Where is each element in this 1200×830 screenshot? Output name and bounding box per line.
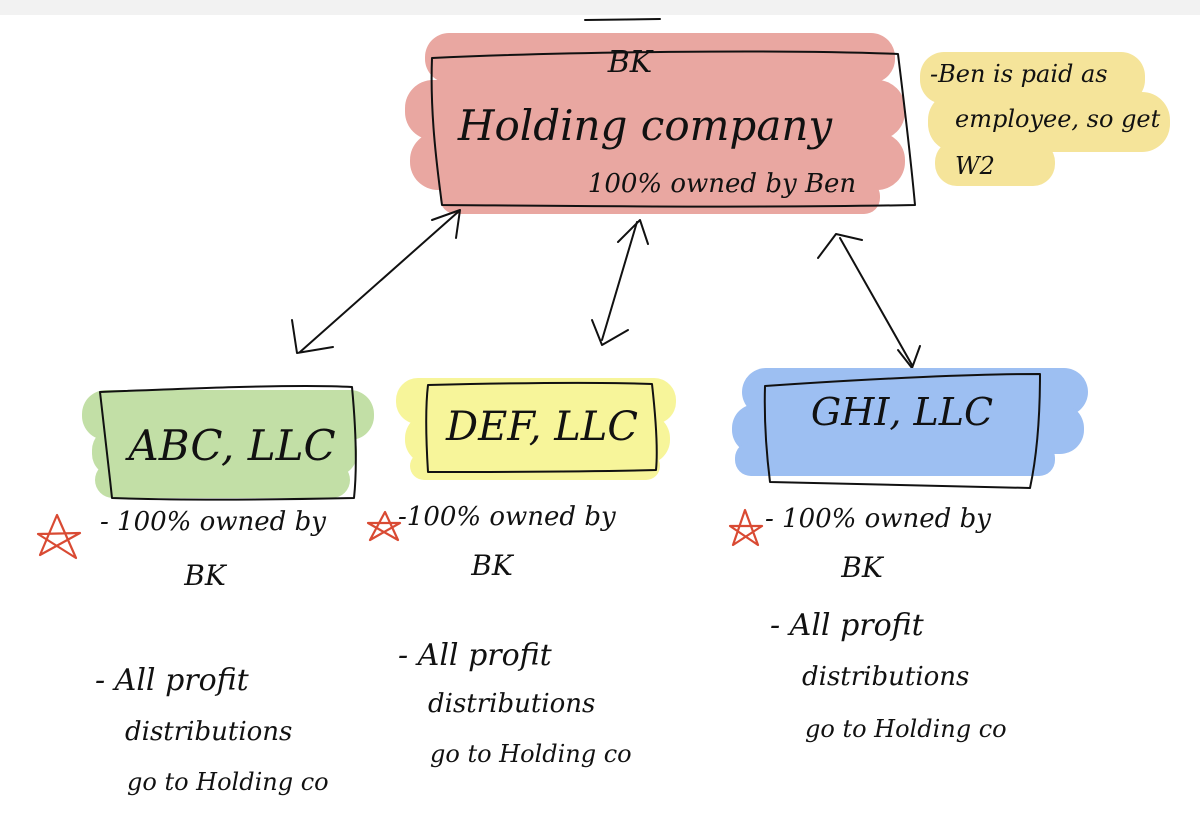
employee-note[interactable]: -Ben is paid as employee, so get W2 xyxy=(920,52,1170,186)
connector-abc xyxy=(291,209,461,354)
abc-profit-line3: go to Holding co xyxy=(127,768,329,796)
abc-profit-line1: - All profit xyxy=(95,663,250,698)
canvas-top-bar xyxy=(0,0,1200,15)
ghi-name: GHI, LLC xyxy=(811,390,993,434)
ghi-profit-line3: go to Holding co xyxy=(805,715,1007,743)
holding-company-node[interactable]: BK Holding company 100% owned by Ben xyxy=(405,18,916,214)
connector-ghi xyxy=(817,233,921,369)
subsidiary-def[interactable]: DEF, LLC -100% owned by BK - All profit … xyxy=(366,378,676,768)
def-box-outline xyxy=(425,381,658,473)
def-owned-line1: -100% owned by xyxy=(398,502,616,532)
def-star-marker xyxy=(366,510,402,542)
abc-owned-line1: - 100% owned by xyxy=(100,507,326,537)
def-profit-line1: - All profit xyxy=(398,638,553,673)
def-owned-line2: BK xyxy=(470,549,515,582)
def-name: DEF, LLC xyxy=(445,404,638,450)
holding-name: Holding company xyxy=(457,101,834,150)
abc-star-marker xyxy=(36,513,82,560)
holding-highlight xyxy=(405,33,905,214)
def-highlight xyxy=(396,378,676,480)
ghi-owned-line2: BK xyxy=(840,551,885,584)
def-profit-line2: distributions xyxy=(428,689,595,719)
ghi-highlight xyxy=(732,368,1088,476)
ghi-profit-line1: - All profit xyxy=(770,608,925,643)
note-highlight xyxy=(920,52,1170,186)
ghi-owned-line1: - 100% owned by xyxy=(765,504,991,534)
subsidiary-abc[interactable]: ABC, LLC - 100% owned by BK - All profit… xyxy=(36,384,374,796)
note-line-3: W2 xyxy=(955,152,995,180)
abc-name: ABC, LLC xyxy=(124,421,335,470)
abc-box-outline xyxy=(99,384,357,501)
abc-highlight xyxy=(82,390,374,498)
def-profit-line3: go to Holding co xyxy=(430,740,632,768)
holding-box-outline xyxy=(430,18,916,208)
holding-abbrev: BK xyxy=(607,45,654,80)
ghi-profit-line2: distributions xyxy=(802,662,969,692)
ghi-box-outline xyxy=(763,373,1041,489)
subsidiary-ghi[interactable]: GHI, LLC - 100% owned by BK - All profit… xyxy=(728,368,1088,743)
note-line-1: -Ben is paid as xyxy=(930,60,1108,88)
holding-ownership: 100% owned by Ben xyxy=(588,169,856,199)
note-line-2: employee, so get xyxy=(955,105,1161,133)
connector-def xyxy=(591,219,649,346)
ghi-star-marker xyxy=(728,508,764,547)
abc-owned-line2: BK xyxy=(183,559,228,592)
abc-profit-line2: distributions xyxy=(125,717,292,747)
